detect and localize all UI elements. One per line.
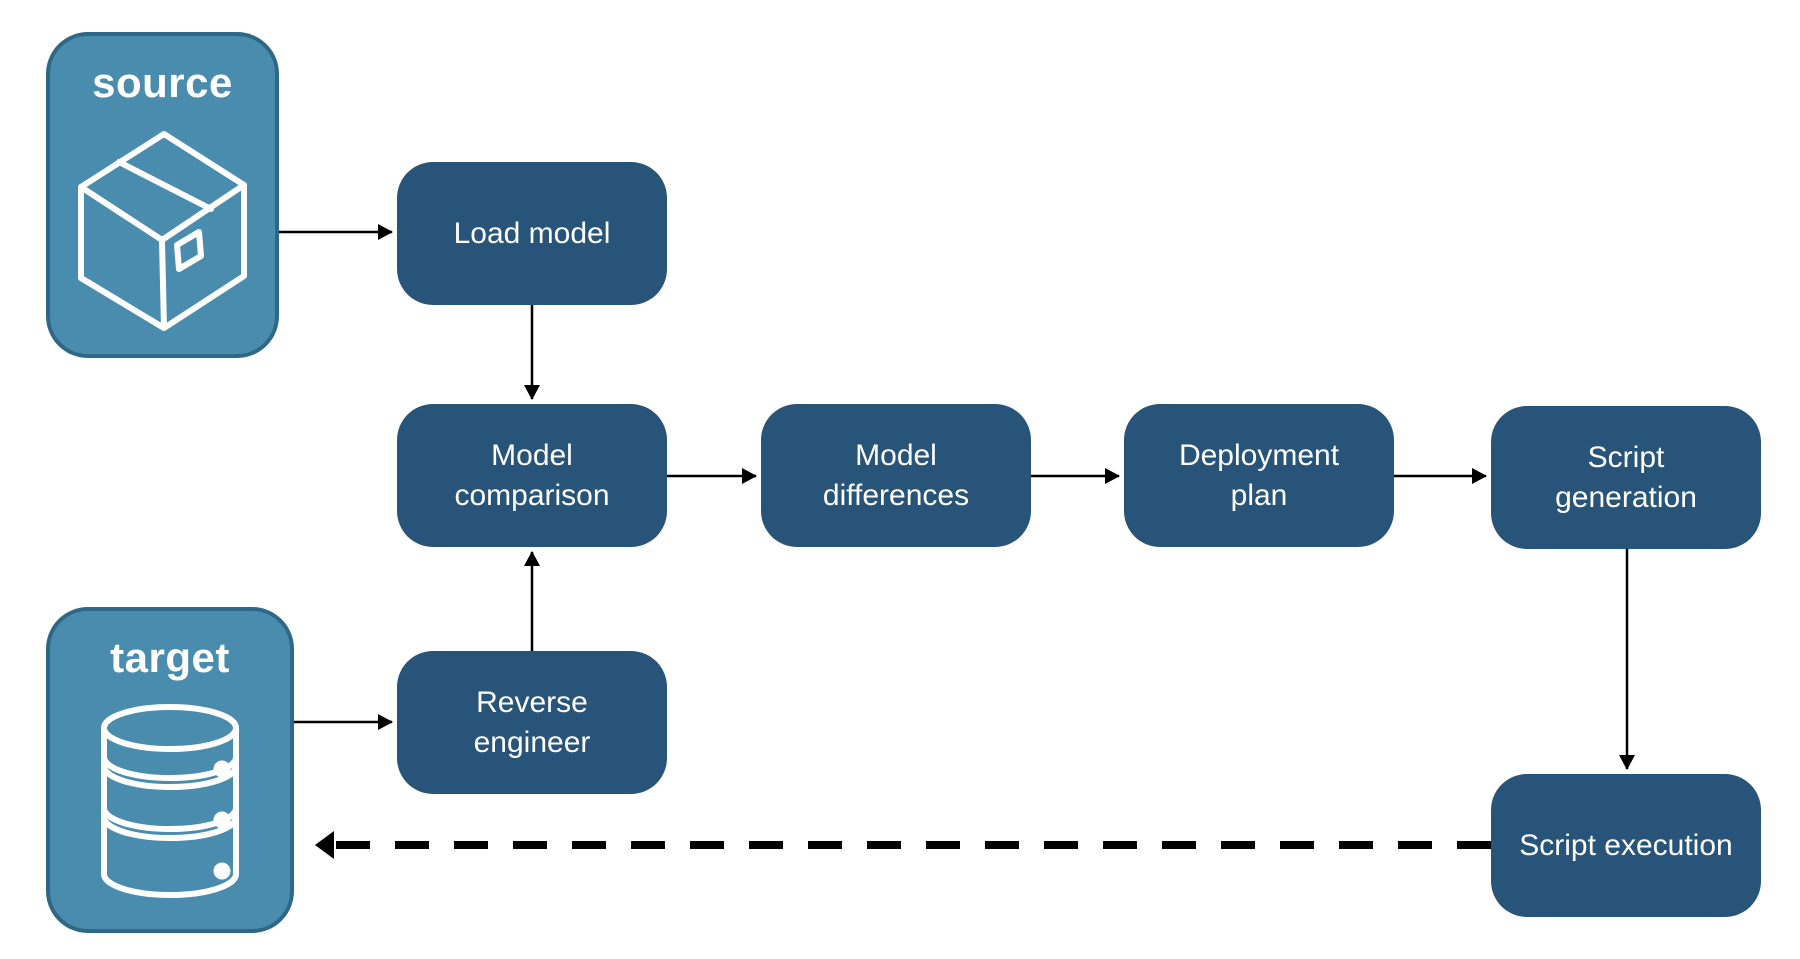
node-model-differences: Model differences (761, 404, 1031, 547)
terminal-target: target (46, 607, 294, 933)
package-icon (78, 131, 247, 332)
terminal-source: source (46, 32, 279, 358)
node-model-comparison: Model comparison (397, 404, 667, 547)
node-load-model: Load model (397, 162, 667, 305)
database-icon (101, 704, 239, 899)
node-reverse-engineer: Reverse engineer (397, 651, 667, 794)
node-load-model-label: Load model (453, 216, 611, 250)
terminal-target-label: target (110, 634, 230, 681)
node-deployment-plan-label: Deployment plan (1178, 438, 1340, 512)
node-reverse-engineer-label: Reverse engineer (473, 685, 591, 759)
node-script-generation: Script generation (1491, 406, 1761, 549)
node-model-differences-label: Model differences (822, 438, 970, 512)
terminal-source-label: source (92, 59, 233, 106)
node-script-execution-label: Script execution (1519, 828, 1733, 862)
node-deployment-plan: Deployment plan (1124, 404, 1394, 547)
node-script-generation-label: Script generation (1555, 440, 1697, 514)
node-script-execution: Script execution (1491, 774, 1761, 917)
node-model-comparison-label: Model comparison (454, 438, 610, 512)
